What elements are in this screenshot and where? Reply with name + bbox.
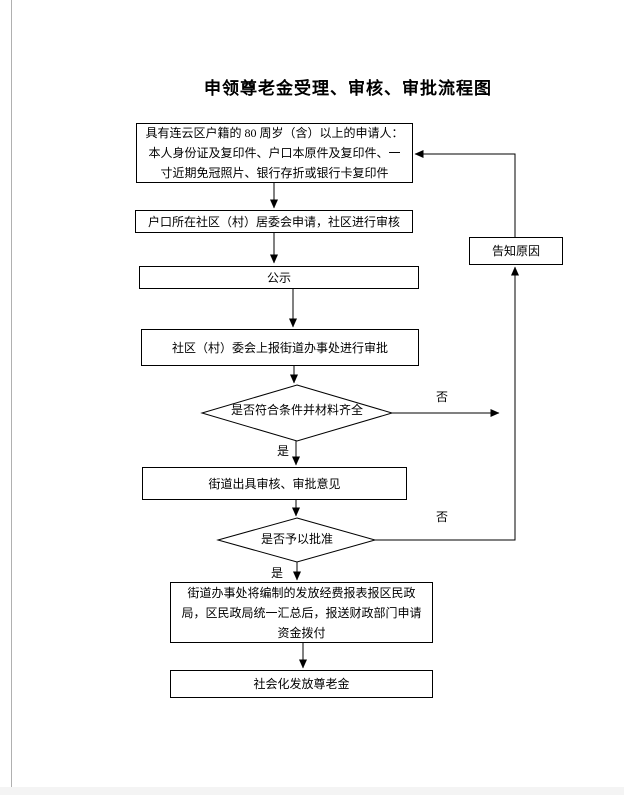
node-community-apply-label: 户口所在社区（村）居委会申请，社区进行审核 (147, 214, 400, 229)
node-funds-report-label: 街道办事处将编制的发放经费报表报区民政 局，区民政局统一汇总后，报送财政部门申请… (181, 585, 422, 640)
node-funds-report: 街道办事处将编制的发放经费报表报区民政 局，区民政局统一汇总后，报送财政部门申请… (170, 582, 433, 643)
decision-eligibility-label: 是否符合条件并材料齐全 (230, 403, 363, 417)
page-title: 申领尊老金受理、审核、审批流程图 (204, 79, 492, 98)
page-left-edge (11, 0, 12, 787)
decision-approval-diamond (216, 517, 377, 563)
label-approval-no: 否 (436, 510, 449, 524)
label-eligibility-no: 否 (436, 390, 449, 404)
label-eligibility-yes: 是 (277, 444, 290, 458)
decision-eligibility-diamond (200, 384, 394, 442)
node-publicity-label: 公示 (266, 270, 291, 285)
label-approval-yes: 是 (271, 566, 284, 580)
node-applicant: 具有连云区户籍的 80 周岁（含）以上的申请人： 本人身份证及复印件、户口本原件… (136, 123, 413, 183)
node-notify-reason: 告知原因 (469, 237, 563, 265)
node-community-report-label: 社区（村）委会上报街道办事处进行审批 (171, 340, 388, 355)
node-street-opinion-label: 街道出具审核、审批意见 (208, 476, 341, 491)
node-street-opinion: 街道出具审核、审批意见 (142, 467, 407, 500)
node-publicity: 公示 (139, 266, 419, 289)
node-community-apply: 户口所在社区（村）居委会申请，社区进行审核 (135, 210, 413, 233)
decision-approval-label: 是否予以批准 (260, 532, 333, 546)
node-applicant-label: 具有连云区户籍的 80 周岁（含）以上的申请人： 本人身份证及复印件、户口本原件… (145, 126, 404, 180)
page-bottom-strip (0, 787, 624, 795)
connector-notify-to-applicant (414, 150, 516, 237)
node-community-report: 社区（村）委会上报街道办事处进行审批 (141, 329, 419, 366)
node-notify-reason-label: 告知原因 (491, 244, 540, 258)
node-social-distribution: 社会化发放尊老金 (170, 670, 433, 698)
connector-approval-no-to-notify (375, 266, 519, 541)
node-social-distribution-label: 社会化发放尊老金 (253, 677, 350, 691)
